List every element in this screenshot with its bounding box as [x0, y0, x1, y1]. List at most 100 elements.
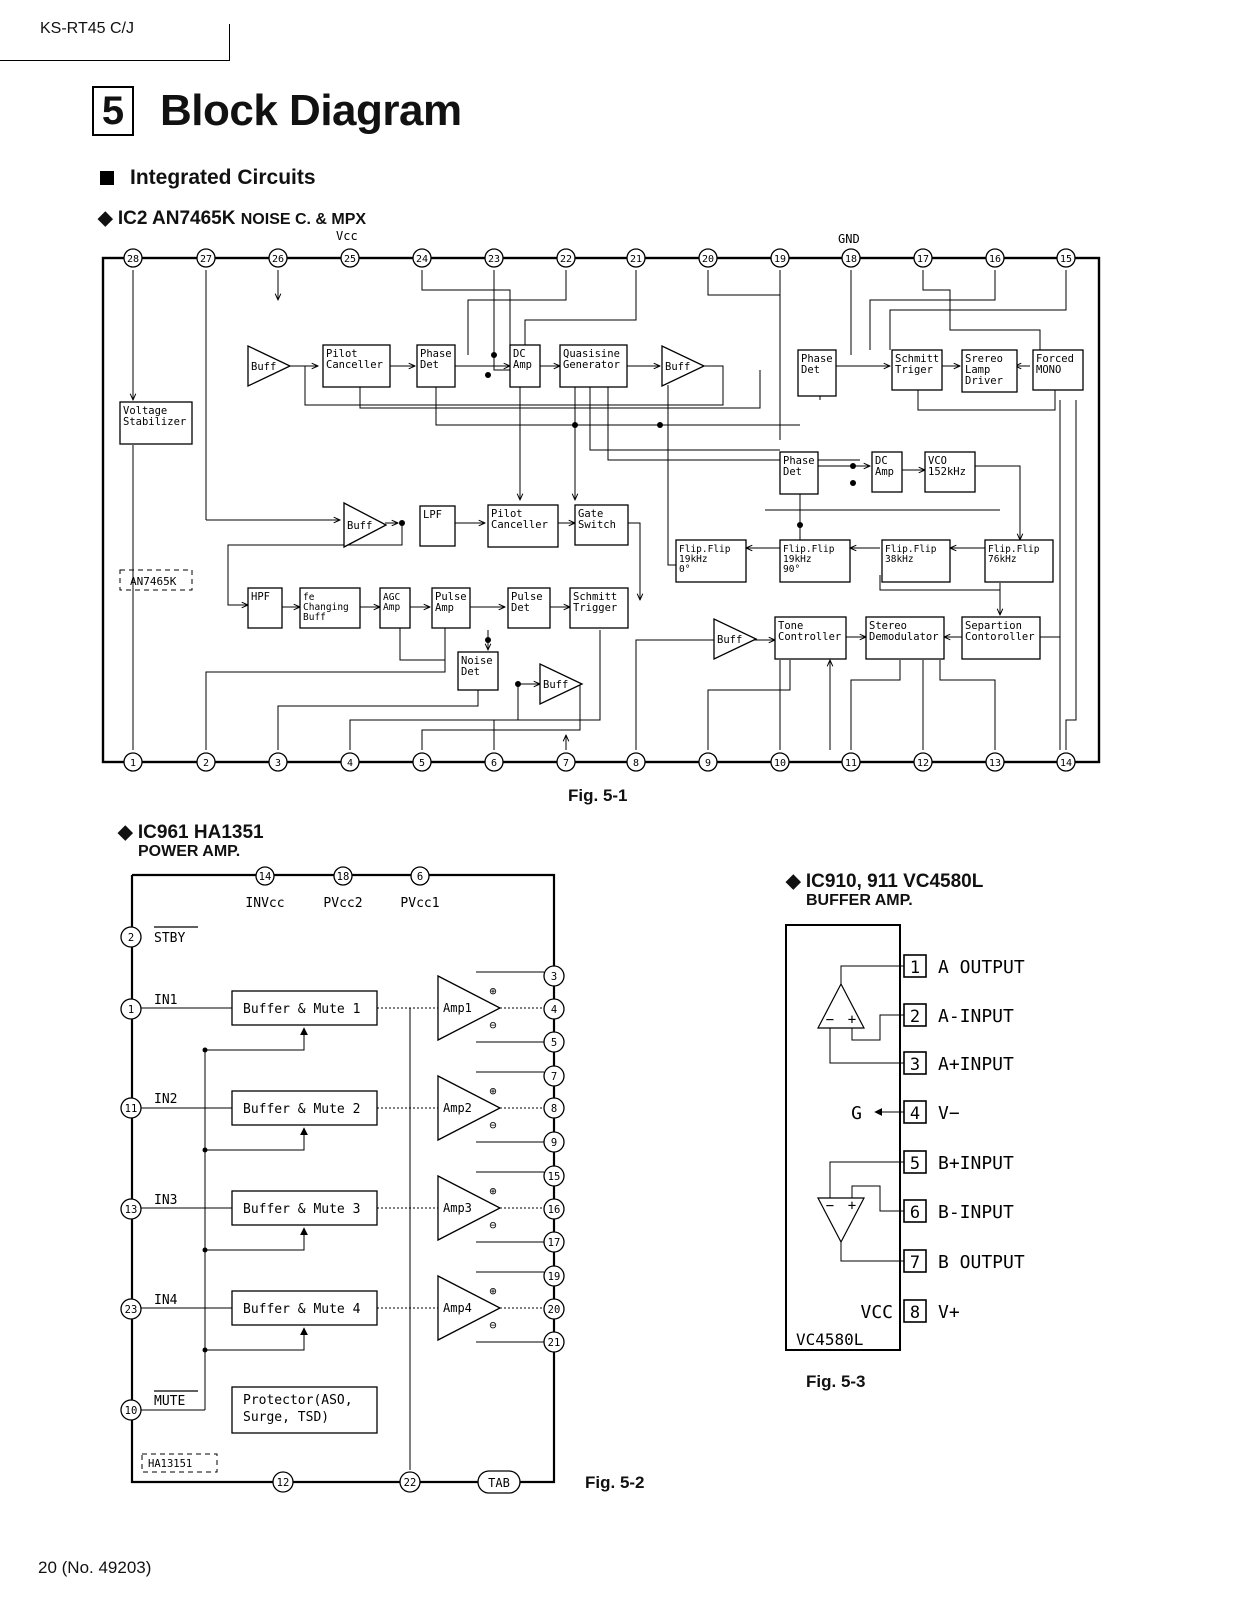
flip-flop-76k-block-label: 76kHz — [988, 554, 1017, 565]
ic2-top-pin-28 — [123, 248, 143, 268]
pulse-amp-block — [431, 587, 471, 629]
ic2-top-pin-18 — [841, 248, 861, 268]
stereo-lamp-driver-block — [961, 349, 1018, 393]
schmitt-trigger-block-label: Schmitt — [573, 591, 617, 603]
ic961-left-label: MUTE — [154, 1394, 185, 1409]
ic2-top-pin-label: 18 — [845, 254, 857, 265]
pilot-canceller-2-block — [487, 504, 559, 548]
phase-det-2-block-label: Phase — [801, 353, 833, 365]
ic2-heading-text: ◆ IC2 AN7465K — [98, 208, 236, 229]
quasisine-generator-block-label: Quasisine — [563, 348, 620, 360]
buff-5-triangle-label: Buff — [717, 634, 742, 646]
ic2-bottom-pin-label: 8 — [633, 758, 639, 769]
phase-det-3-block-label: Det — [783, 466, 802, 478]
ground-label: G — [851, 1103, 862, 1124]
agc-amp-block — [379, 587, 411, 629]
forced-mono-block — [1032, 349, 1084, 391]
ic910-pin-number: 1 — [910, 958, 920, 978]
protector-block — [231, 1386, 378, 1434]
phase-det-2-block-label: Det — [801, 364, 820, 376]
ic2-top-pin-19 — [770, 248, 790, 268]
pilot-canceller-1-block — [322, 344, 391, 388]
hpf-block — [247, 587, 283, 629]
phase-det-3-block — [779, 451, 819, 495]
ic961-right-pin-16-label: 16 — [548, 1204, 561, 1216]
amp-label: Amp4 — [443, 1301, 472, 1315]
ic961-top-pin-14 — [255, 866, 275, 886]
flip-flop-19k-90-block-label: 90° — [783, 564, 800, 575]
buffer-mute-4-block — [231, 1290, 378, 1326]
flip-flop-19k-0-block — [675, 539, 747, 583]
page-footer: 20 (No. 49203) — [38, 1558, 152, 1577]
flip-flop-19k-90-block — [779, 539, 851, 583]
ic961-bottom-pin-12 — [272, 1471, 294, 1493]
ic2-bottom-pin-label: 6 — [491, 758, 497, 769]
flip-flop-76k-block-label: Flip.Flip — [988, 544, 1040, 555]
stereo-demodulator-block-label: Stereo — [869, 620, 907, 632]
ic961-right-pin-3 — [543, 965, 565, 987]
vco-block-label: 152kHz — [928, 466, 966, 478]
forced-mono-block-label: Forced — [1036, 353, 1074, 365]
page-title: 5 Block Diagram — [92, 86, 462, 136]
ic961-left-pin-23-label: 23 — [125, 1304, 138, 1316]
ic910-pin-label: V− — [938, 1103, 960, 1124]
minus-icon: ⊖ — [489, 1118, 496, 1132]
amp-label: Amp2 — [443, 1101, 472, 1115]
buff-1-triangle — [247, 344, 292, 388]
ic961-top-pin-6 — [410, 866, 430, 886]
buff-1-triangle-label: Buff — [251, 361, 276, 373]
minus-icon: ⊖ — [489, 1018, 496, 1032]
dc-amp-1-block-label: Amp — [513, 359, 532, 371]
ic961-left-label: STBY — [154, 931, 185, 946]
ic910-pin-label: B+INPUT — [938, 1153, 1014, 1174]
ic961-right-pin-19 — [543, 1265, 565, 1287]
ic961-left-pin-13-label: 13 — [125, 1204, 138, 1216]
flip-flop-19k-90-block-label: 19kHz — [783, 554, 812, 565]
buffer-mute-label: Buffer & Mute 3 — [243, 1202, 360, 1217]
minus-icon: − — [826, 1198, 834, 1214]
ic910-pin-number: 6 — [910, 1203, 920, 1223]
vco-block-label: VCO — [928, 455, 947, 467]
ic961-left-pin-13 — [120, 1198, 142, 1220]
ic961-right-pin-19-label: 19 — [548, 1271, 561, 1283]
ic2-bottom-pin-14 — [1056, 752, 1076, 772]
ic2-top-pin-21 — [626, 248, 646, 268]
ic2-top-pin-17 — [913, 248, 933, 268]
square-bullet-icon — [100, 171, 114, 185]
ic961-left-pin-2-label: 2 — [128, 932, 134, 944]
flip-flop-38k-block-label: Flip.Flip — [885, 544, 937, 555]
pilot-canceller-2-block-label: Pilot — [491, 508, 523, 520]
ic961-left-pin-1-label: 1 — [128, 1004, 134, 1016]
amp-label: Amp3 — [443, 1201, 472, 1215]
ic961-top-pin-18-label: 18 — [337, 871, 350, 883]
minus-icon: ⊖ — [489, 1318, 496, 1332]
fe-changing-buff-block-label: Buff — [303, 612, 326, 623]
stereo-demodulator-block-label: Demodulator — [869, 631, 939, 643]
ic2-bottom-pin-10 — [770, 752, 790, 772]
plus-icon: + — [848, 1012, 856, 1028]
phase-det-2-block — [797, 349, 837, 397]
dc-amp-2-block-label: Amp — [875, 466, 894, 478]
tone-controller-block-label: Controller — [778, 631, 841, 643]
ic2-bottom-pin-1 — [123, 752, 143, 772]
ic2-bottom-pin-label: 4 — [347, 758, 353, 769]
ic961-right-pin-7-label: 7 — [551, 1071, 557, 1083]
flip-flop-76k-block — [984, 539, 1054, 583]
header-rule-vertical — [229, 24, 230, 61]
ic2-bottom-pin-label: 3 — [275, 758, 281, 769]
plus-icon: ⊕ — [489, 1284, 496, 1298]
ic961-left-label: IN4 — [154, 1293, 178, 1308]
title-text: Block Diagram — [160, 86, 462, 135]
ic2-vcc-label: Vcc — [336, 229, 358, 243]
ic2-top-pin-26 — [268, 248, 288, 268]
ic2-top-pin-label: 20 — [702, 254, 714, 265]
buffer-mute-label: Buffer & Mute 1 — [243, 1002, 360, 1017]
plus-icon: + — [848, 1198, 856, 1214]
ic2-top-pin-label: 28 — [127, 254, 139, 265]
ic2-bottom-pin-label: 10 — [774, 758, 786, 769]
ic2-top-pin-16 — [985, 248, 1005, 268]
ic961-right-pin-5-label: 5 — [551, 1037, 557, 1049]
ic961-top-pin-6-label: 6 — [417, 871, 423, 883]
stereo-demodulator-block — [865, 616, 945, 660]
buff-2-triangle-label: Buff — [665, 361, 690, 373]
